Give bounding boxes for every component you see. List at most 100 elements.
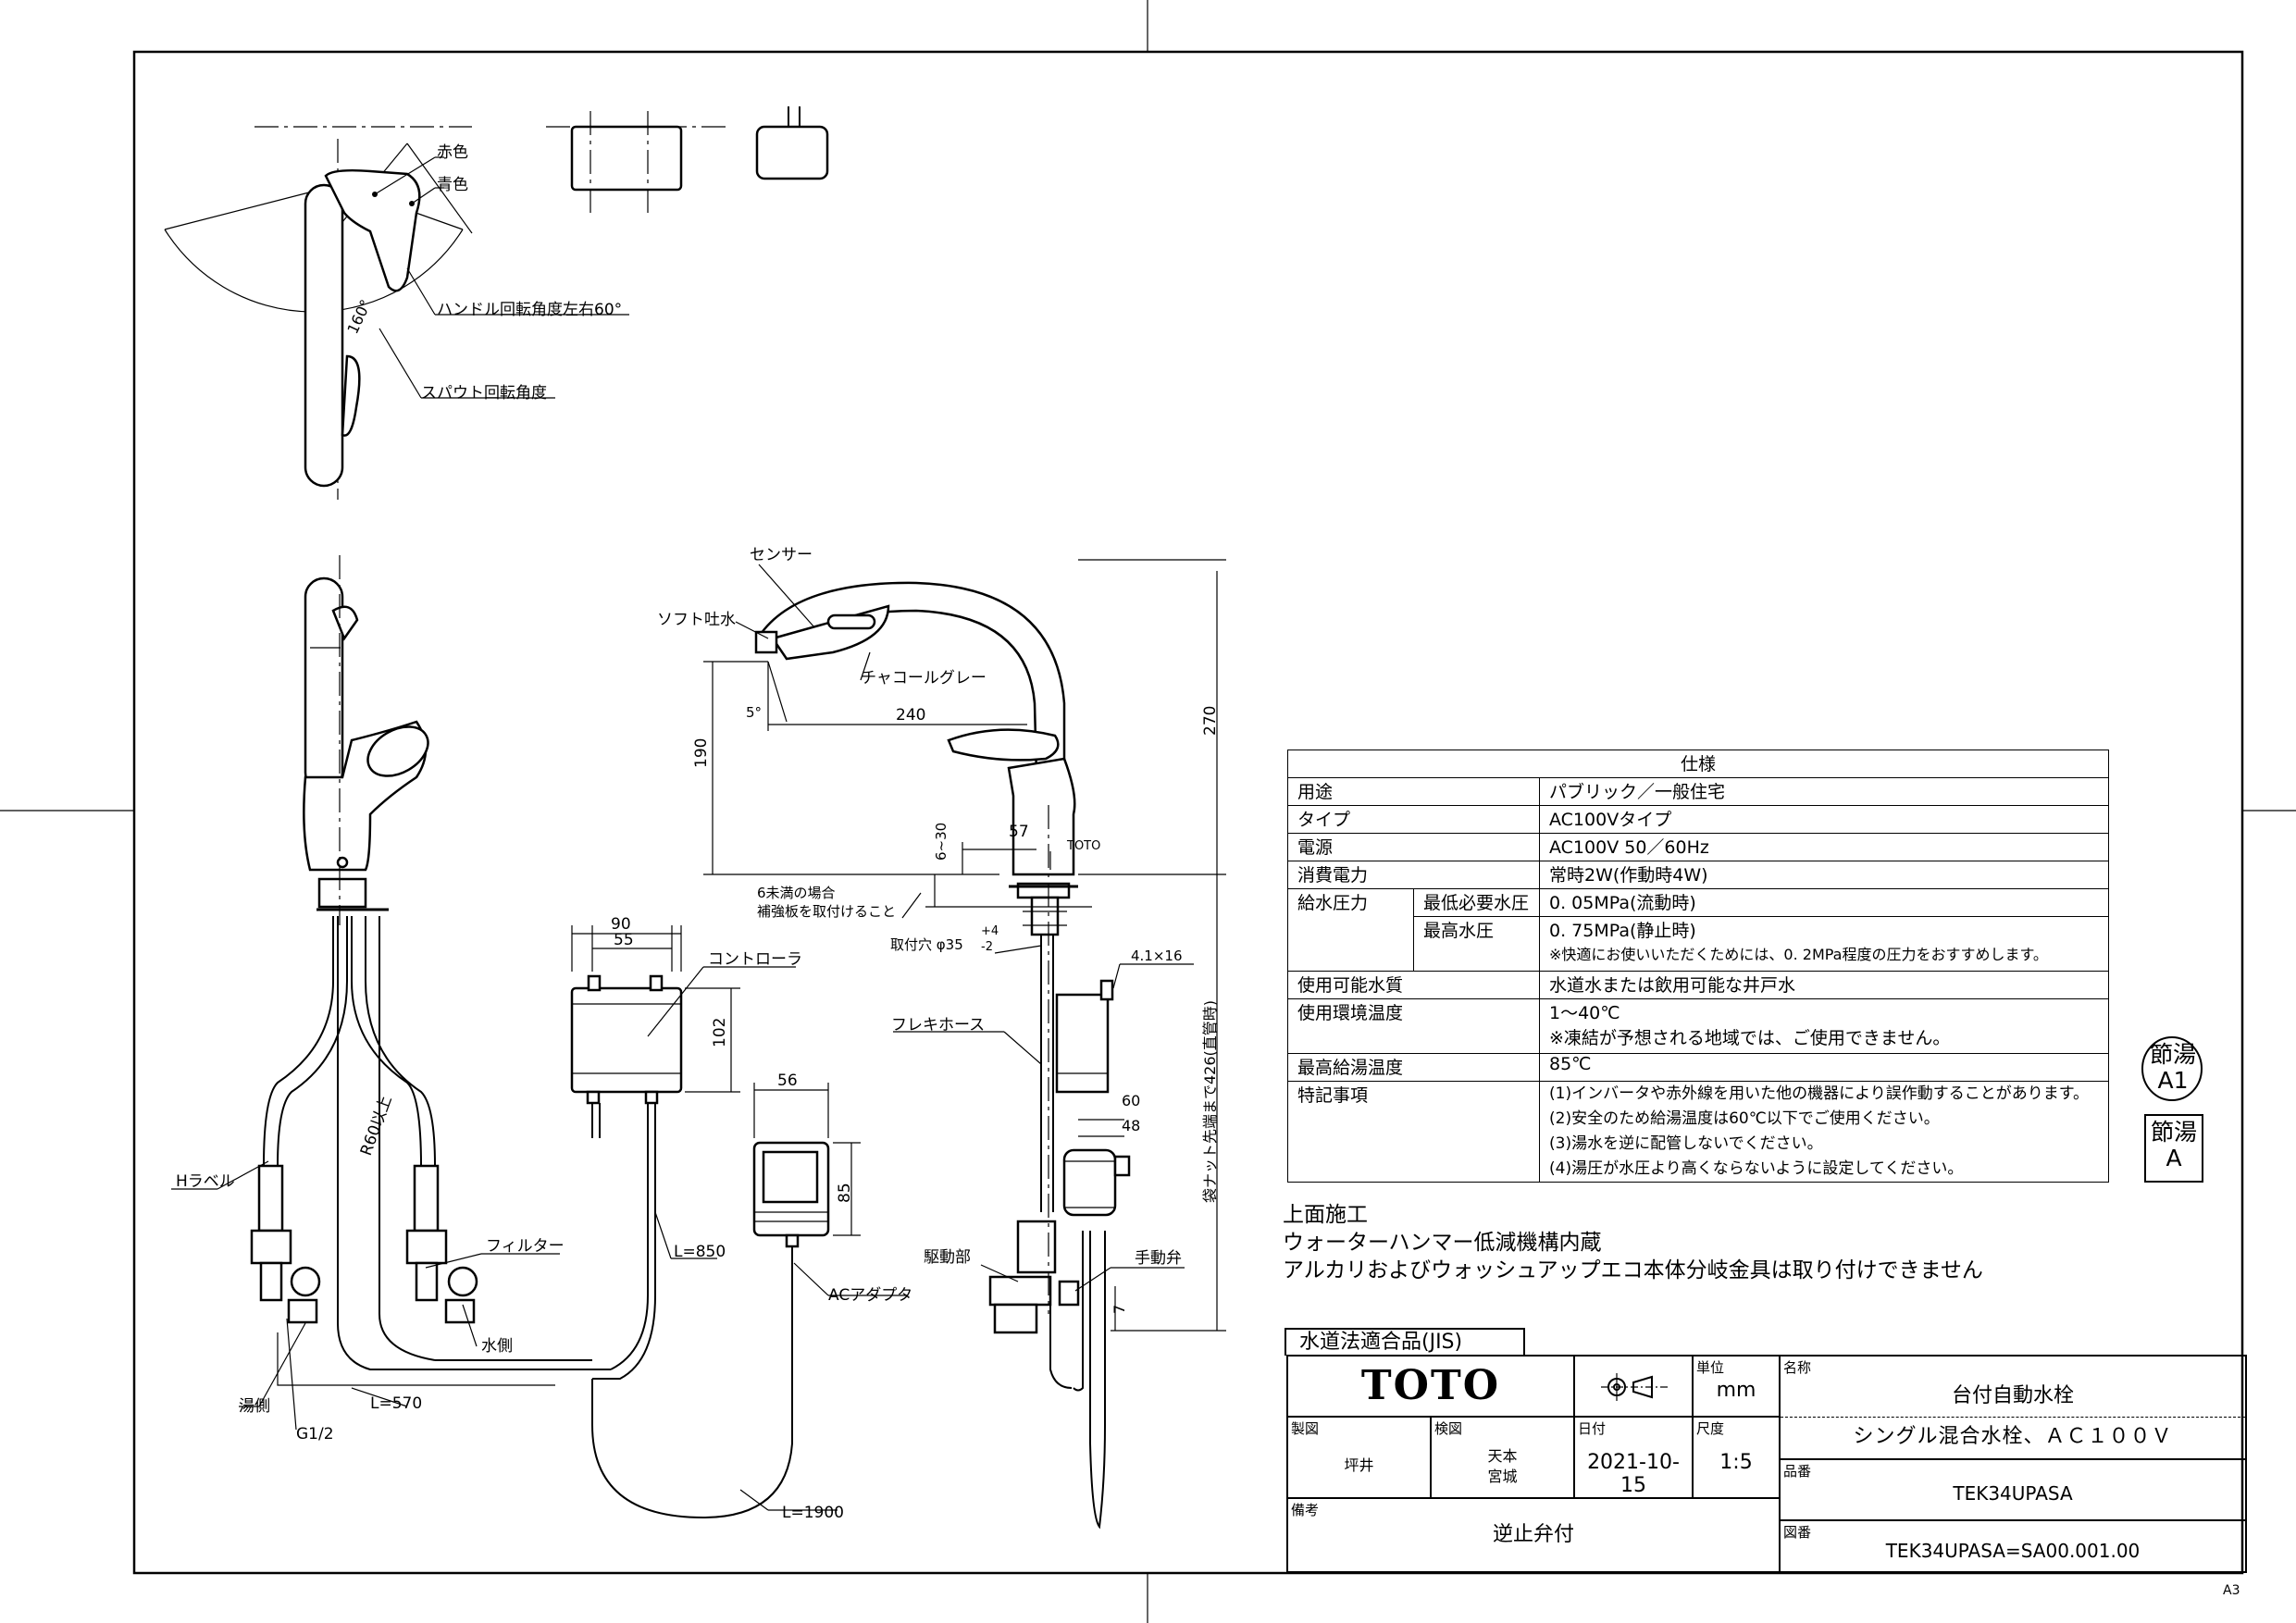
- label-manual-valve: 手動弁: [1135, 1249, 1182, 1268]
- side-view: [171, 555, 611, 1431]
- note-line: 上面施工: [1283, 1203, 1368, 1227]
- label-l570: L=570: [370, 1394, 422, 1413]
- jis-label: 水道法適合品(JIS): [1285, 1328, 1525, 1356]
- label-ac-adapter: ACアダプタ: [828, 1286, 912, 1305]
- spec-row-label: 用途: [1287, 777, 1540, 806]
- spec-row-value: パブリック／一般住宅: [1539, 777, 2109, 806]
- spec-temp-label: 使用環境温度: [1287, 998, 1540, 1054]
- scale-value: 1:5: [1719, 1451, 1753, 1474]
- label-controller: コントローラ: [708, 950, 802, 969]
- label-nut-length: 袋ナット先端まで426(直管時): [1201, 1000, 1219, 1203]
- check-label: 検図: [1434, 1420, 1463, 1437]
- brand-logo: TOTO: [1360, 1362, 1501, 1409]
- controller-front-view: [570, 925, 796, 1380]
- drawing-value: TEK34UPASA=SA00.001.00: [1885, 1540, 2141, 1562]
- label-hole-minus: -2: [981, 940, 993, 954]
- part-value: TEK34UPASA: [1953, 1482, 2073, 1505]
- top-view: [164, 126, 629, 500]
- remarks-label: 備考: [1291, 1502, 1320, 1518]
- spec-pressure-max-label: 最高水圧: [1413, 916, 1540, 972]
- spec-special-item: (2)安全のため給湯温度は60℃以下でご使用ください。: [1549, 1109, 1940, 1128]
- label-reinforce2: 補強板を取付けること: [757, 903, 896, 920]
- dim-102: 102: [711, 1018, 729, 1047]
- note-line: ウォーターハンマー低減機構内蔵: [1283, 1231, 1602, 1255]
- label-red: 赤色: [437, 143, 468, 162]
- dim-55: 55: [614, 931, 634, 949]
- spec-special-item: (4)湯圧が水圧より高くならないように設定してください。: [1549, 1159, 1964, 1178]
- stamp2: 節湯 A: [2145, 1120, 2203, 1171]
- spec-pressure-max-value: 0. 75MPa(静止時): [1549, 921, 1696, 941]
- drawn-value: 坪井: [1344, 1456, 1374, 1474]
- spec-title: 仕様: [1287, 750, 2109, 778]
- date-value: 2021-10-15: [1587, 1451, 1680, 1497]
- name-value1: 台付自動水栓: [1951, 1384, 2074, 1407]
- label-sensor: センサー: [750, 546, 813, 564]
- spec-hot-value: 85℃: [1539, 1053, 2109, 1082]
- spec-temp-value: 1～40℃: [1549, 1003, 1620, 1023]
- spec-hot-label: 最高給湯温度: [1287, 1053, 1540, 1082]
- dim-7: 7: [1111, 1305, 1128, 1314]
- label-charcoal: チャコールグレー: [861, 669, 987, 688]
- label-hole-plus: +4: [981, 924, 999, 938]
- scale-label: 尺度: [1696, 1420, 1725, 1437]
- label-drive: 駆動部: [924, 1248, 971, 1267]
- dim-57: 57: [1009, 823, 1029, 841]
- drawing-frame: [132, 50, 2244, 1575]
- label-handle-angle: ハンドル回転角度左右60°: [437, 301, 622, 319]
- stamp2-bottom: A: [2166, 1145, 2182, 1171]
- front-view: [703, 559, 1226, 1530]
- note-line: アルカリおよびウォッシュアップエコ本体分岐金具は取り付けできません: [1283, 1258, 1983, 1282]
- drawn-label: 製図: [1291, 1420, 1320, 1437]
- stamp1-border: [2141, 1036, 2203, 1101]
- label-hot-side: 湯側: [239, 1397, 270, 1416]
- controller-top-view: [546, 106, 829, 213]
- dim-190: 190: [692, 738, 711, 768]
- dim-270: 270: [1201, 706, 1220, 736]
- third-angle-projection-icon: [1601, 1373, 1668, 1401]
- spec-pressure-label: 給水圧力: [1287, 888, 1414, 972]
- ac-adapter: [591, 1083, 907, 1519]
- check-value2: 宮城: [1487, 1468, 1518, 1485]
- unit-label: 単位: [1696, 1359, 1725, 1376]
- spec-special-label: 特記事項: [1287, 1081, 1540, 1183]
- label-l850: L=850: [674, 1243, 726, 1261]
- spec-water-value: 水道水または飲用可能な井戸水: [1539, 971, 2109, 999]
- label-flex-hose: フレキホース: [891, 1016, 985, 1035]
- spec-row-value: AC100V 50／60Hz: [1539, 833, 2109, 861]
- label-blue: 青色: [437, 176, 468, 194]
- label-soft: ソフト吐水: [657, 611, 736, 629]
- dim-85: 85: [836, 1183, 854, 1203]
- check-value1: 天本: [1487, 1447, 1518, 1465]
- stamp2-border: [2144, 1114, 2203, 1183]
- dim-56: 56: [777, 1072, 798, 1090]
- label-screw: 4.1×16: [1131, 948, 1183, 964]
- label-filter: フィルター: [486, 1237, 565, 1256]
- spec-pressure-min-value: 0. 05MPa(流動時): [1539, 888, 2109, 917]
- unit-value: mm: [1716, 1379, 1756, 1402]
- stamp2-top: 節湯: [2150, 1119, 2197, 1146]
- label-deg5: 5°: [746, 704, 762, 721]
- label-reinforce1: 6未満の場合: [757, 885, 836, 901]
- label-h-label: Hラベル: [176, 1172, 235, 1191]
- label-toto-mark: TOTO: [1066, 839, 1100, 853]
- title-block: TOTO 単位 mm 名称 台付自動水栓 製図 坪井 検図 天本 宮城 日付 2…: [1286, 1355, 2247, 1573]
- sheet-size-label: A3: [2223, 1583, 2240, 1598]
- remarks-value: 逆止弁付: [1492, 1523, 1574, 1546]
- spec-water-label: 使用可能水質: [1287, 971, 1540, 999]
- part-label: 品番: [1783, 1463, 1812, 1480]
- label-spout-angle: スパウト回転角度: [421, 384, 547, 403]
- stamp1-bottom: A1: [2157, 1067, 2189, 1094]
- notes: 上面施工 ウォーターハンマー低減機構内蔵 アルカリおよびウォッシュアップエコ本体…: [1283, 1201, 1983, 1284]
- spec-row-value: AC100Vタイプ: [1539, 805, 2109, 834]
- stamp1: 節湯 A1: [2147, 1042, 2199, 1094]
- label-angle160: 160°: [343, 297, 375, 337]
- name-label: 名称: [1783, 1359, 1812, 1376]
- spec-pressure-min-label: 最低必要水圧: [1413, 888, 1540, 917]
- spec-pressure-note: ※快適にお使いいただくためには、0. 2MPa程度の圧力をおすすめします。: [1549, 946, 2048, 963]
- spec-row-label: タイプ: [1287, 805, 1540, 834]
- stamp1-top: 節湯: [2149, 1041, 2196, 1068]
- dim-240: 240: [896, 706, 925, 725]
- dim-90: 90: [611, 915, 631, 934]
